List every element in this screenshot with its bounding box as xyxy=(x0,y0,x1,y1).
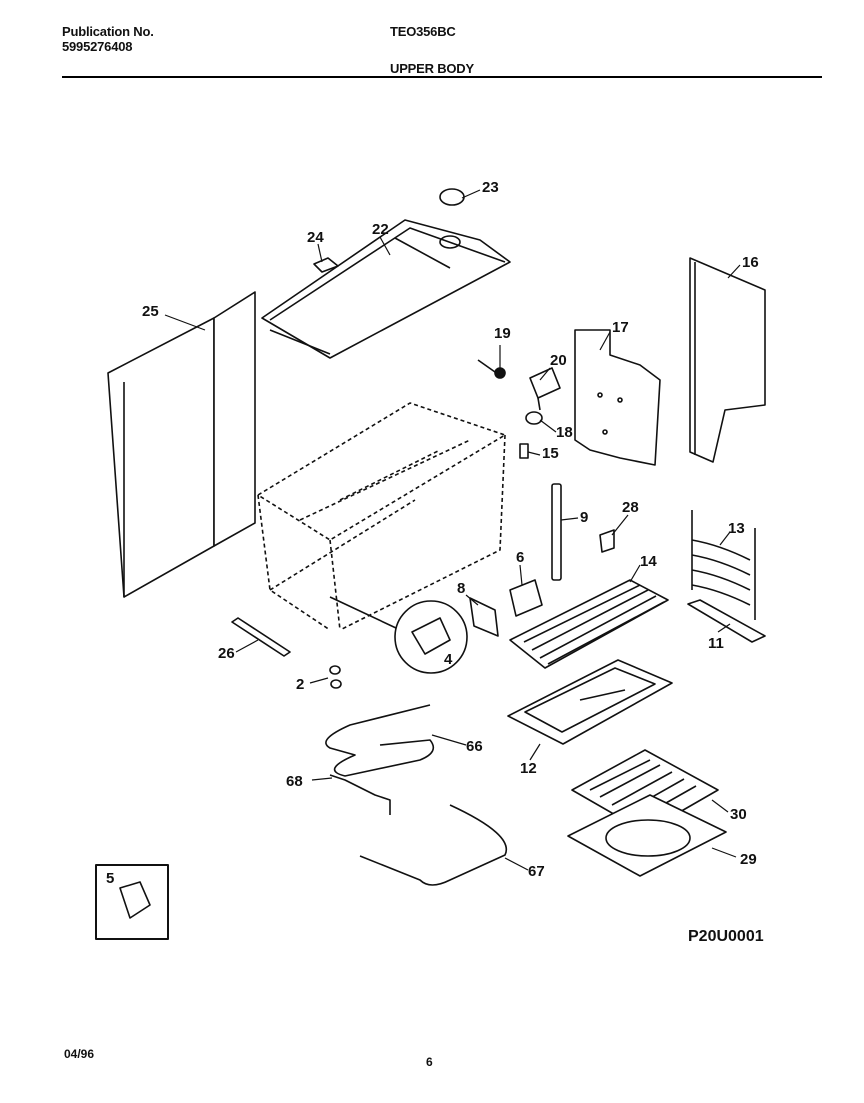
callout-14: 14 xyxy=(640,553,657,570)
part-inset-5 xyxy=(95,864,169,940)
part-bracket-68 xyxy=(329,774,391,815)
part-oven-cavity xyxy=(257,402,506,631)
part-clip-24 xyxy=(313,257,339,273)
part-plate-6 xyxy=(509,579,543,617)
callout-15: 15 xyxy=(542,445,559,462)
part-bracket-8 xyxy=(469,597,499,637)
callout-6: 6 xyxy=(516,549,524,566)
diagram-code: P20U0001 xyxy=(688,928,764,945)
part-vent-panel xyxy=(689,257,766,463)
callout-4: 4 xyxy=(444,651,453,668)
part-broil-insert xyxy=(507,659,673,745)
part-oven-rack xyxy=(509,579,669,669)
callout-26: 26 xyxy=(218,645,235,662)
part-rack-supports xyxy=(687,510,766,643)
part-trim-26 xyxy=(231,617,291,657)
callout-68: 68 xyxy=(286,773,303,790)
model-number: TEO356BC xyxy=(390,24,456,39)
part-bake-element xyxy=(325,704,435,777)
page-number: 6 xyxy=(426,1055,433,1069)
callout-28: 28 xyxy=(622,499,639,516)
callout-23: 23 xyxy=(482,179,499,196)
callout-13: 13 xyxy=(728,520,745,537)
footer-date: 04/96 xyxy=(64,1047,95,1061)
part-clip-15 xyxy=(519,443,529,459)
callout-20: 20 xyxy=(550,352,567,369)
callout-25: 25 xyxy=(142,303,159,320)
publication-number: 5995276408 xyxy=(62,39,133,54)
section-title: UPPER BODY xyxy=(390,61,474,76)
part-bulb-18 xyxy=(525,411,543,425)
callout-17: 17 xyxy=(612,319,629,336)
callout-12: 12 xyxy=(520,760,537,777)
callout-19: 19 xyxy=(494,325,511,342)
part-clip-28 xyxy=(599,529,615,553)
part-detail-4 xyxy=(329,596,468,674)
part-broiler-pan xyxy=(567,794,727,877)
callout-16: 16 xyxy=(742,254,759,271)
part-side-panel xyxy=(107,291,256,598)
callout-9: 9 xyxy=(580,509,588,526)
callout-22: 22 xyxy=(372,221,389,238)
part-fastener-2 xyxy=(329,665,342,689)
callout-30: 30 xyxy=(730,806,747,823)
part-strip-9 xyxy=(551,483,562,581)
callout-8: 8 xyxy=(457,580,465,597)
callout-11: 11 xyxy=(708,635,724,652)
callout-5: 5 xyxy=(106,870,114,887)
callout-29: 29 xyxy=(740,851,757,868)
callout-24: 24 xyxy=(307,229,324,246)
callout-67: 67 xyxy=(528,863,545,880)
part-cap xyxy=(439,188,465,249)
part-switch-20 xyxy=(529,367,561,411)
part-broil-element xyxy=(359,804,508,886)
callout-18: 18 xyxy=(556,424,573,441)
part-top-panel xyxy=(261,219,511,359)
header-rule xyxy=(62,76,822,78)
part-light-19 xyxy=(477,359,506,379)
callout-66: 66 xyxy=(466,738,483,755)
publication-label: Publication No. xyxy=(62,24,154,39)
leader-lines xyxy=(164,189,741,871)
callout-2: 2 xyxy=(296,676,304,693)
part-back-panel xyxy=(574,329,661,466)
